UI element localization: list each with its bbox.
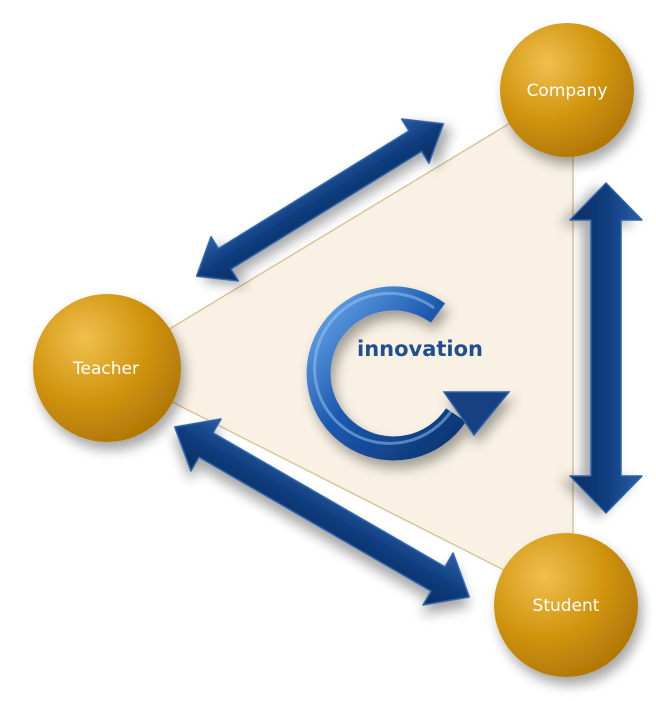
innovation-cycle-icon <box>306 286 511 461</box>
arrow-company-student <box>569 182 643 514</box>
node-company: Company <box>500 23 634 157</box>
node-teacher: Teacher <box>33 294 181 442</box>
arrow-teacher-student <box>174 418 470 606</box>
node-student-label: Student <box>533 596 600 616</box>
node-teacher-label: Teacher <box>72 359 139 379</box>
node-company-label: Company <box>527 81 608 101</box>
relationship-triangle <box>103 83 574 607</box>
arrow-teacher-company <box>195 118 445 282</box>
center-label: innovation <box>357 337 483 361</box>
node-student: Student <box>494 533 638 677</box>
